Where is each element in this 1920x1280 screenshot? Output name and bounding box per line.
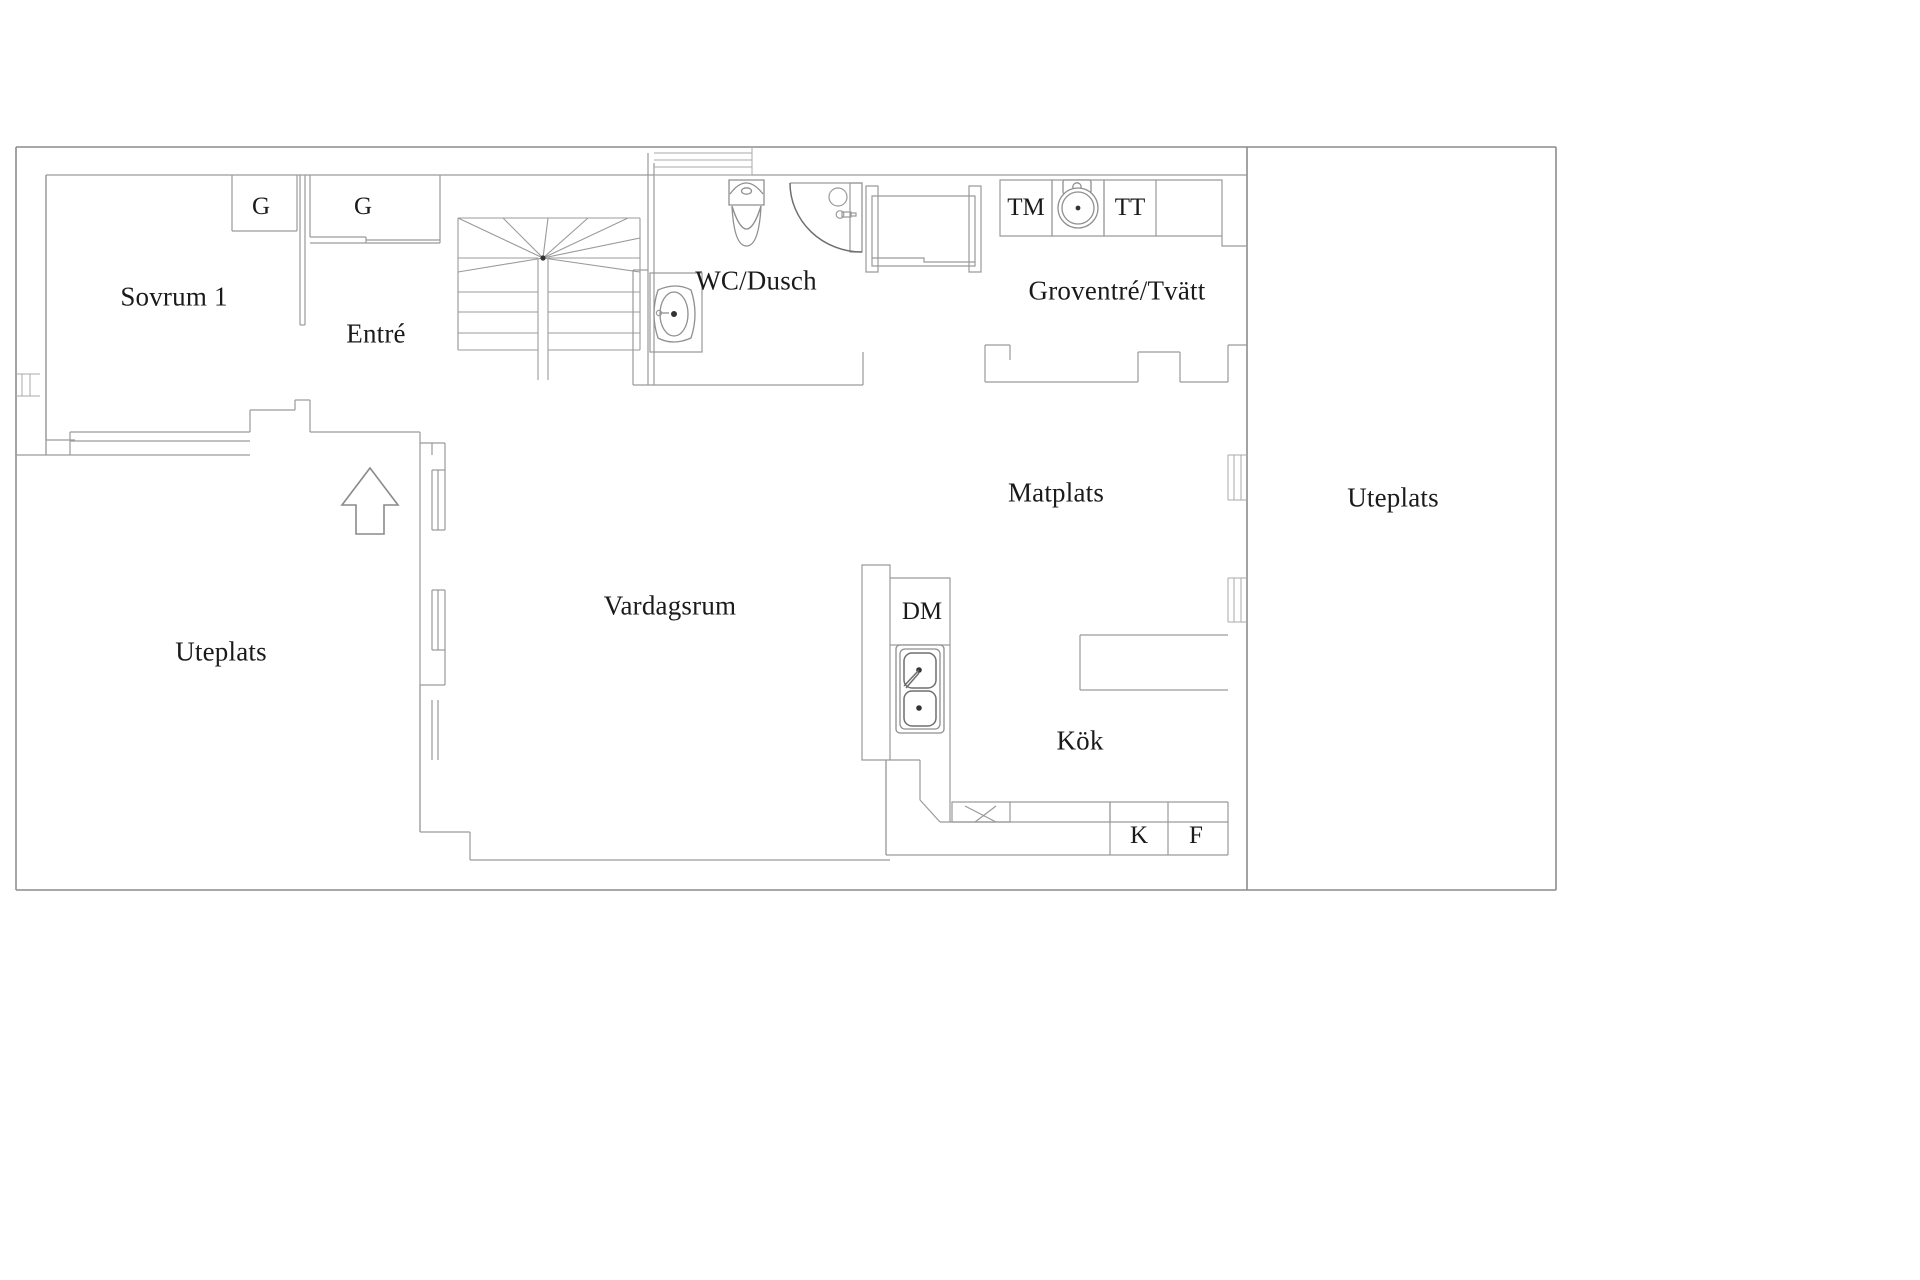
toilet-icon bbox=[728, 179, 765, 247]
appliance-label-garderob-2: G bbox=[353, 193, 373, 220]
upper-interior-walls bbox=[45, 174, 1247, 455]
shower-quadrant-icon bbox=[789, 182, 863, 253]
double-kitchen-sink-icon bbox=[895, 644, 945, 734]
washbasin-icon bbox=[649, 272, 703, 353]
room-label-uteplats-east: Uteplats bbox=[1347, 482, 1439, 513]
outer-walls bbox=[15, 146, 1557, 891]
appliance-label-tvattmaskin: TM bbox=[1007, 194, 1045, 221]
winder-staircase-icon bbox=[457, 217, 641, 380]
groventre-walls bbox=[865, 179, 1247, 383]
room-label-sovrum1: Sovrum 1 bbox=[120, 281, 228, 312]
room-label-entre: Entré bbox=[346, 318, 406, 349]
appliance-label-garderob-1: G bbox=[251, 193, 271, 220]
room-label-kok: Kök bbox=[1056, 725, 1104, 756]
wc-dusch-walls bbox=[632, 147, 864, 386]
room-label-vardagsrum: Vardagsrum bbox=[603, 590, 737, 621]
appliance-label-frys: F bbox=[1189, 822, 1203, 849]
appliance-label-kyl: K bbox=[1129, 822, 1149, 849]
room-label-wc-dusch: WC/Dusch bbox=[695, 265, 817, 296]
laundry-sink-icon bbox=[1057, 179, 1099, 229]
room-label-uteplats-west: Uteplats bbox=[175, 636, 267, 667]
room-label-groventre-tvatt: Groventré/Tvätt bbox=[1028, 275, 1206, 306]
direction-arrow-icon bbox=[340, 466, 400, 535]
appliance-label-diskmaskin: DM bbox=[901, 598, 943, 625]
appliance-label-torktumlare: TT bbox=[1114, 194, 1146, 221]
windows bbox=[15, 373, 1247, 890]
room-label-matplats: Matplats bbox=[1007, 477, 1105, 508]
